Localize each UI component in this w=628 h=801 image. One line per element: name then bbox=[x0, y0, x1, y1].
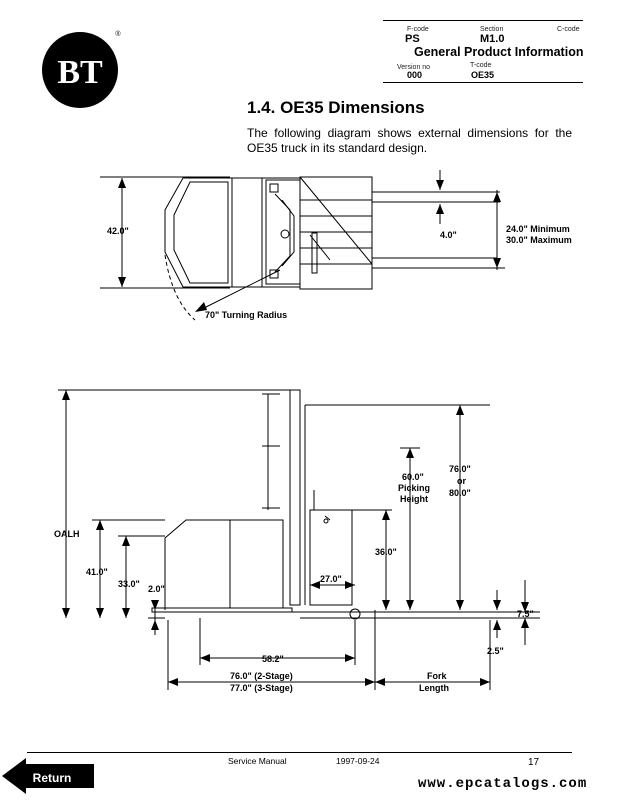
footer-date: 1997-09-24 bbox=[336, 756, 380, 766]
oalh-label: OALH bbox=[54, 529, 80, 539]
footer-manual: Service Manual bbox=[228, 756, 287, 766]
turning-radius-label: 70" Turning Radius bbox=[205, 310, 287, 320]
top-view-diagram: 42.0" 4.0" 24.0" Minimum 30.0" Maximum 7… bbox=[100, 170, 572, 321]
logo-text: BT bbox=[57, 54, 103, 91]
picking-height-value: 60.0" bbox=[402, 472, 424, 482]
ccode-label: C-code bbox=[557, 26, 580, 33]
fcode-value: PS bbox=[405, 33, 420, 45]
height-2-label: 2.0" bbox=[148, 584, 165, 594]
return-button[interactable]: Return bbox=[0, 756, 96, 796]
fcode-label: F-code bbox=[407, 26, 429, 33]
side-view-diagram: OALH 41.0" 33.0" 2.0" 36.0" 27.0" 60.0" … bbox=[54, 389, 540, 693]
footer-page-number: 17 bbox=[528, 757, 540, 768]
fork-length-word2: Length bbox=[419, 683, 449, 693]
width-dimension: 42.0" bbox=[107, 226, 129, 236]
height-2-5-label: 2.5" bbox=[487, 646, 504, 656]
version-value: 000 bbox=[407, 70, 423, 80]
return-label: Return bbox=[33, 771, 72, 785]
fork-gap-dimension: 4.0" bbox=[440, 230, 457, 240]
logo-registered-mark: ® bbox=[115, 30, 121, 38]
bt-logo: BT ® bbox=[40, 28, 122, 110]
height-80-label: 80.0" bbox=[449, 488, 471, 498]
header-title: General Product Information bbox=[414, 45, 584, 59]
tcode-value: OE35 bbox=[471, 70, 495, 80]
footer-rule bbox=[27, 752, 572, 753]
height-41-label: 41.0" bbox=[86, 567, 108, 577]
picking-height-word1: Picking bbox=[398, 483, 430, 493]
fork-length-word1: Fork bbox=[427, 671, 447, 681]
return-arrow-icon bbox=[2, 758, 94, 794]
height-33-label: 33.0" bbox=[118, 579, 140, 589]
depth-27-label: 27.0" bbox=[320, 574, 342, 584]
height-or-label: or bbox=[457, 476, 466, 486]
section-label: Section bbox=[480, 26, 504, 33]
picking-height-word2: Height bbox=[400, 494, 428, 504]
fork-spread-max: 30.0" Maximum bbox=[506, 235, 572, 245]
section-title: 1.4. OE35 Dimensions bbox=[247, 98, 425, 117]
height-36-label: 36.0" bbox=[375, 547, 397, 557]
height-76-label: 76.0" bbox=[449, 464, 471, 474]
version-label: Version no bbox=[397, 64, 431, 71]
length-3-stage-label: 77.0" (3-Stage) bbox=[230, 683, 293, 693]
tcode-label: T-code bbox=[470, 62, 492, 69]
header-top-rule bbox=[383, 20, 583, 21]
intro-paragraph: The following diagram shows external dim… bbox=[247, 126, 572, 155]
fork-spread-min: 24.0" Minimum bbox=[506, 224, 570, 234]
wheelbase-label: 58.2" bbox=[262, 654, 284, 664]
section-value: M1.0 bbox=[480, 33, 505, 45]
length-2-stage-label: 76.0" (2-Stage) bbox=[230, 671, 293, 681]
height-7-5-label: 7.5" bbox=[517, 609, 534, 619]
header-bottom-rule bbox=[383, 82, 583, 83]
watermark-text: www.epcatalogs.com bbox=[418, 776, 588, 792]
